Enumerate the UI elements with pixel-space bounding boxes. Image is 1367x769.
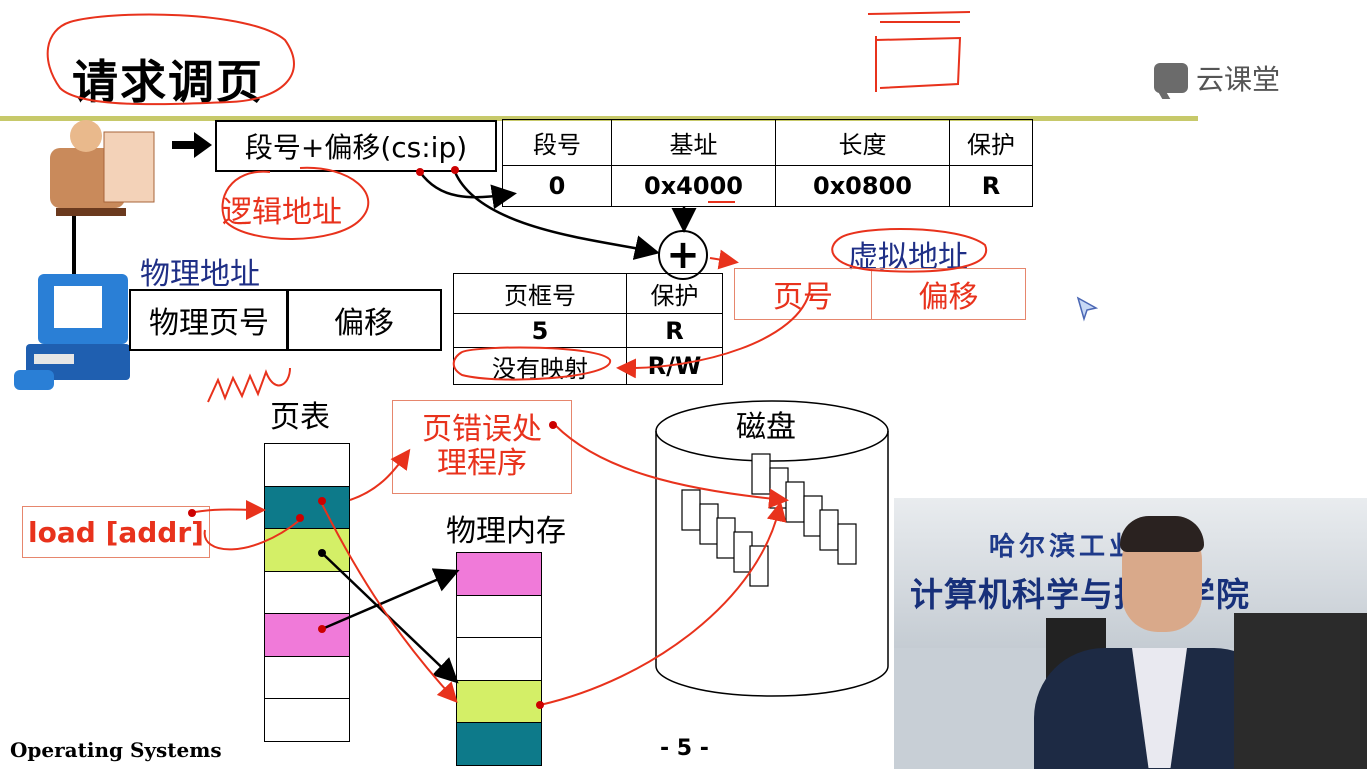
frame-header-protect: 保护 [626,273,723,314]
logical-address-label: 逻辑地址 [222,195,342,230]
segment-header-id: 段号 [502,119,612,166]
page-table-entry [264,698,350,742]
segment-header-length: 长度 [775,119,950,166]
video-monitor-right [1234,613,1367,769]
memory-frame [456,594,542,639]
virtual-page-number: 页号 [734,268,872,320]
title-circle [46,13,295,106]
pagetable-to-handler-arrow [349,448,411,501]
segment-header-base: 基址 [611,119,776,166]
page-table [264,443,350,742]
frame-cell-protect: R [626,313,723,348]
frame-header-number: 页框号 [453,273,627,314]
person-icon [50,120,155,216]
memory-frame [456,722,542,766]
disk-label: 磁盘 [736,410,796,445]
mmu-scribble [207,367,291,403]
physical-memory [456,552,542,766]
segment-header-protect: 保护 [949,119,1033,166]
cloud-class-icon [1154,63,1188,93]
brand-logo: 云课堂 [1154,58,1280,98]
physical-page-number: 物理页号 [129,289,289,351]
top-scribble [867,11,971,92]
computer-icon [14,274,130,390]
vpn-to-unmapped-arrow [616,289,811,379]
lecturer-video: 哈尔滨工业大 计算机科学与技术学院 [894,498,1367,769]
physical-address-label: 物理地址 [140,257,260,292]
handler-to-disk-arrow [554,424,789,509]
logical-circle [221,166,370,240]
brand-name: 云课堂 [1196,63,1281,96]
ip-to-adder-arrow [453,171,660,260]
page-table-label: 页表 [270,400,330,435]
unmapped-circle [452,346,611,381]
physical-memory-label: 物理内存 [446,514,566,549]
physical-offset: 偏移 [286,289,442,351]
pen-cursor-icon [1076,296,1098,322]
page-to-frame-arrow-2 [321,568,460,631]
right-arrow-icon [172,132,212,158]
page-fault-handler-box: 页错误处 理程序 [392,400,572,494]
segment-cell-protect: R [949,165,1033,207]
page-to-memory-arrow [319,499,458,703]
segment-table: 段号 基址 长度 保护 0 0x4000 0x0800 R [502,119,1033,207]
virtual-circle [831,227,988,273]
load-instruction-box: load [addr] [22,506,210,558]
disk-to-memory-arrow [539,501,787,706]
memory-frame [456,637,542,681]
title-divider [0,116,1198,121]
segment-cell-length: 0x0800 [775,165,950,207]
load-loop-annotation [203,519,301,551]
slide-title: 请求调页 [72,55,264,109]
segment-cell-id: 0 [502,165,612,207]
page-fault-line1: 页错误处 [422,411,542,447]
lecturer-hair [1120,516,1204,552]
page-table-entry [264,570,350,615]
footer-course-name: Operating Systems [10,738,222,762]
load-to-pagetable-arrow [194,499,266,520]
page-fault-line2: 理程序 [437,446,527,481]
segment-cell-base: 0x4000 [611,165,776,207]
adder-to-virtual-arrow [709,249,739,270]
logical-address-box: 段号+偏移(cs:ip) [215,120,497,172]
cs-to-segment-arrow [418,171,517,210]
page-number: - 5 - [660,736,709,761]
user-computer-clipart [14,120,155,390]
